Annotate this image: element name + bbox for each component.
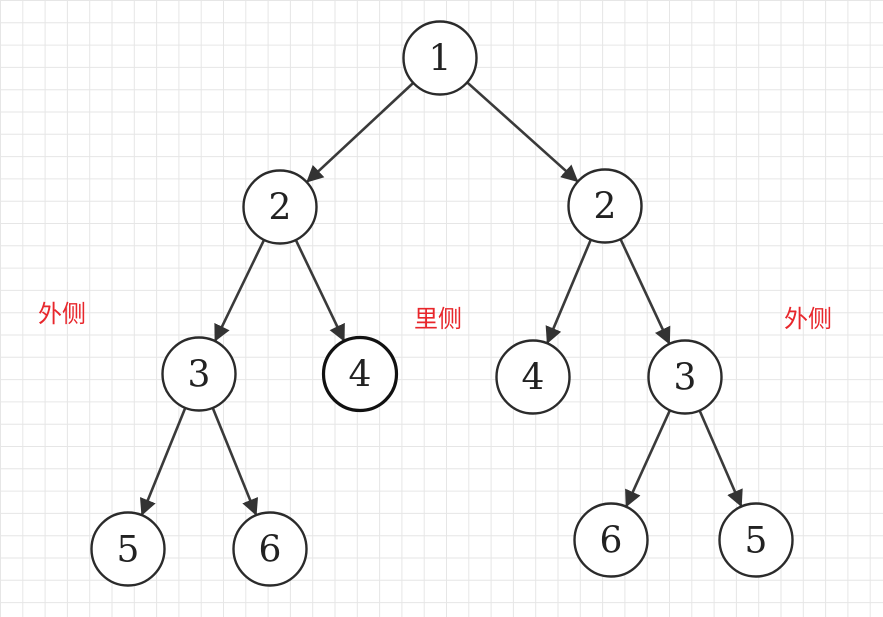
tree-edge-arrow [139,405,188,516]
tree-node: 5 [90,511,166,587]
tree-node: 6 [573,502,649,578]
tree-edge-arrow [545,237,593,344]
node-value: 3 [674,358,697,399]
node-circle [647,339,723,415]
tree-node: 4 [321,335,399,413]
node-value: 6 [600,521,623,562]
node-circle [242,169,318,245]
outer-right-label: 外侧 [784,305,832,333]
node-circle [402,20,478,96]
tree-edge-arrow [210,405,259,516]
outer-left-label: 外侧 [38,300,86,328]
tree-node: 6 [232,511,308,587]
tree-node: 2 [242,169,318,245]
node-value: 2 [269,188,292,229]
tree-node: 1 [402,20,478,96]
node-circle-highlighted [321,335,399,413]
tree-edge-arrow [214,237,267,342]
tree-edge-arrow [697,408,743,508]
tree-edge-arrow [625,407,672,508]
tree-node: 3 [161,336,237,412]
inner-label: 里侧 [414,305,462,333]
tree-node: 4 [495,339,571,415]
tree-edges [139,80,743,516]
tree-edge-arrow [618,236,671,345]
tree-edge-arrow [293,237,345,342]
node-value: 4 [349,355,372,396]
node-value: 2 [594,187,617,228]
node-circle [232,511,308,587]
node-value: 5 [117,530,140,571]
node-circle [718,502,794,578]
node-value: 3 [188,355,211,396]
tree-edge-arrow [464,80,579,183]
node-circle [567,168,643,244]
tree-edge-arrow [306,80,416,183]
tree-node: 2 [567,168,643,244]
node-circle [573,502,649,578]
node-circle [495,339,571,415]
node-value: 4 [522,358,545,399]
node-circle [90,511,166,587]
side-labels: 外侧 里侧 外侧 [38,300,832,333]
node-value: 1 [429,39,452,80]
tree-node: 3 [647,339,723,415]
tree-node: 5 [718,502,794,578]
node-value: 6 [259,530,282,571]
node-circle [161,336,237,412]
node-value: 5 [745,521,768,562]
tree-nodes: 1 2 2 3 4 4 3 5 [90,20,794,587]
